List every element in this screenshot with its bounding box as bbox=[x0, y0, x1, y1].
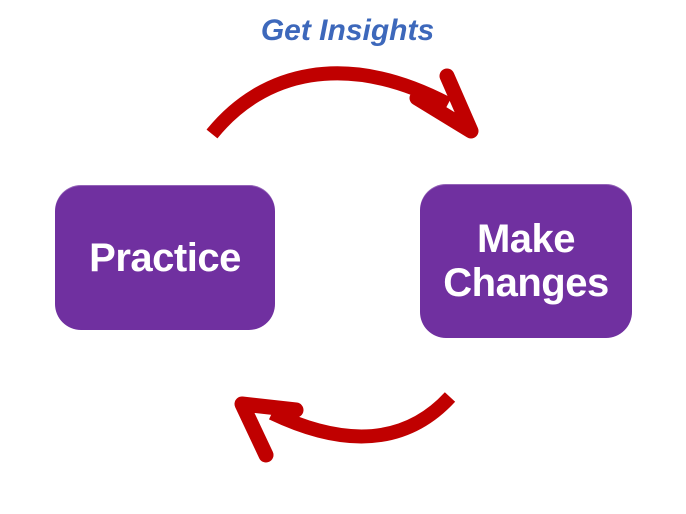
diagram-title: Get Insights bbox=[260, 14, 435, 47]
bottom-arrow-curve bbox=[268, 392, 456, 444]
node-practice: Practice bbox=[55, 185, 275, 330]
node-make-changes: Make Changes bbox=[420, 184, 632, 338]
top-arrow bbox=[206, 66, 479, 139]
bottom-arrow-head-icon bbox=[234, 396, 304, 463]
top-arrow-curve bbox=[206, 66, 452, 139]
top-arrow-head-icon bbox=[409, 68, 479, 139]
node-practice-label: Practice bbox=[89, 235, 241, 280]
node-make-changes-label: Make Changes bbox=[443, 217, 609, 305]
bottom-arrow bbox=[234, 392, 456, 463]
